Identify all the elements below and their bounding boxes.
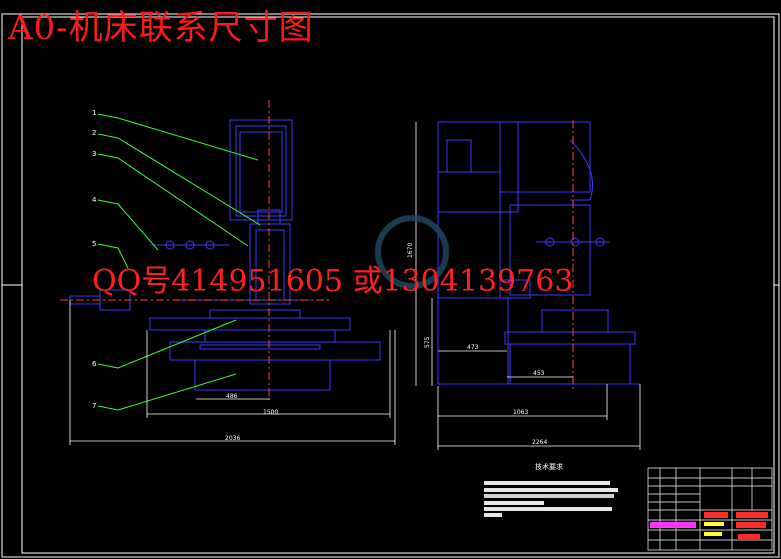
dim-1670: 1670 [407, 243, 414, 258]
dim-2264: 2264 [532, 439, 547, 446]
callout-1: 1 [92, 109, 96, 117]
front-dimensions [69, 300, 396, 445]
callout-2: 2 [92, 129, 96, 137]
title-block-fills [650, 512, 768, 540]
dim-575: 575 [424, 336, 431, 348]
callout-3: 3 [92, 150, 96, 158]
side-view [437, 121, 640, 385]
callout-numbers: 1 2 3 4 5 6 7 [92, 109, 97, 410]
callout-6: 6 [92, 360, 97, 368]
contact-watermark: QQ号414951605 或1304139763 [92, 264, 574, 299]
dim-2036: 2036 [225, 435, 240, 442]
dim-1063: 1063 [513, 409, 528, 416]
side-dim-labels: 473 453 1063 2264 1670 575 [407, 243, 547, 446]
tech-requirements-title: 技术要求 [535, 462, 563, 471]
dim-1500: 1500 [263, 409, 278, 416]
callout-4: 4 [92, 196, 97, 204]
callout-7: 7 [92, 402, 96, 410]
callout-5: 5 [92, 240, 96, 248]
drawing-title: A0-机床联系尺寸图 [8, 8, 314, 48]
front-view [69, 119, 381, 391]
logo-watermark [375, 215, 449, 289]
callout-leaders [97, 113, 261, 411]
dim-486: 486 [226, 393, 238, 400]
dim-473: 473 [467, 344, 479, 351]
tech-requirements-lines [484, 481, 618, 517]
side-dimensions [415, 122, 641, 450]
front-dim-labels: 486 1500 2036 [225, 393, 278, 442]
dim-453: 453 [533, 370, 545, 377]
